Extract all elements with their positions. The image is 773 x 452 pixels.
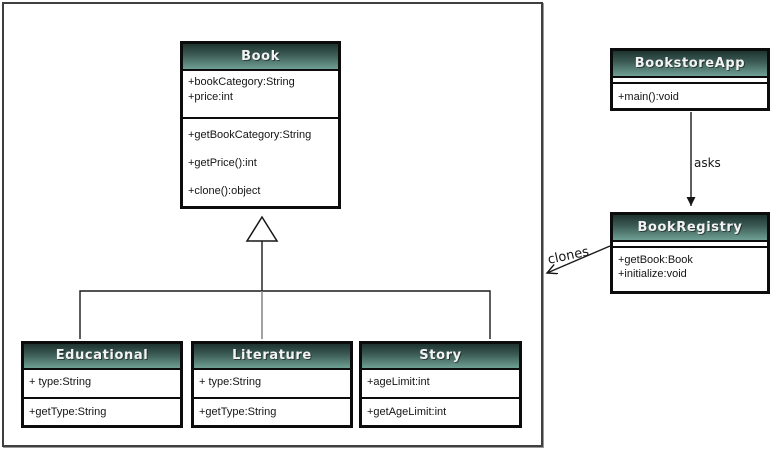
attribute-line: + type:String (199, 376, 262, 388)
methods-compartment-book: +getBookCategory:String +getPrice():int … (183, 117, 338, 206)
attributes-compartment-book: +bookCategory:String +price:int (183, 71, 338, 117)
attributes-compartment-story: +ageLimit:int (362, 370, 519, 397)
clones-edge-label: clones (546, 244, 591, 268)
class-box-book-registry[interactable]: BookRegistry +getBook:Book +initialize:v… (610, 212, 770, 294)
attributes-compartment-literature: + type:String (194, 370, 350, 397)
method-line: +getType:String (29, 406, 107, 418)
book-hierarchy-frame (2, 2, 543, 447)
method-line: +getPrice():int (188, 157, 257, 169)
class-title-book: Book (183, 44, 338, 71)
class-box-literature[interactable]: Literature + type:String +getType:String (191, 341, 353, 428)
methods-compartment-bookstore-app: +main():void (613, 82, 767, 108)
class-title-book-registry: BookRegistry (613, 215, 767, 242)
method-line: +getAgeLimit:int (367, 406, 447, 418)
class-box-book[interactable]: Book +bookCategory:String +price:int +ge… (180, 41, 341, 209)
method-line: +clone():object (188, 185, 261, 197)
method-line: +initialize:void (618, 268, 687, 280)
attribute-line: +bookCategory:String (188, 76, 295, 88)
attribute-line: +price:int (188, 91, 233, 103)
attributes-compartment-educational: + type:String (24, 370, 180, 397)
class-title-story: Story (362, 344, 519, 370)
asks-edge-label: asks (694, 156, 721, 170)
class-title-educational: Educational (24, 344, 180, 370)
methods-compartment-story: +getAgeLimit:int (362, 397, 519, 425)
methods-compartment-book-registry: +getBook:Book +initialize:void (613, 246, 767, 291)
attribute-line: + type:String (29, 376, 92, 388)
method-line: +getType:String (199, 406, 277, 418)
attribute-line: +ageLimit:int (367, 376, 430, 388)
method-line: +getBook:Book (618, 254, 693, 266)
method-line: +main():void (618, 91, 679, 103)
class-box-bookstore-app[interactable]: BookstoreApp +main():void (610, 48, 770, 111)
methods-compartment-literature: +getType:String (194, 397, 350, 425)
class-title-bookstore-app: BookstoreApp (613, 51, 767, 78)
class-box-educational[interactable]: Educational + type:String +getType:Strin… (21, 341, 183, 428)
method-line: +getBookCategory:String (188, 129, 312, 141)
methods-compartment-educational: +getType:String (24, 397, 180, 425)
class-title-literature: Literature (194, 344, 350, 370)
class-box-story[interactable]: Story +ageLimit:int +getAgeLimit:int (359, 341, 522, 428)
